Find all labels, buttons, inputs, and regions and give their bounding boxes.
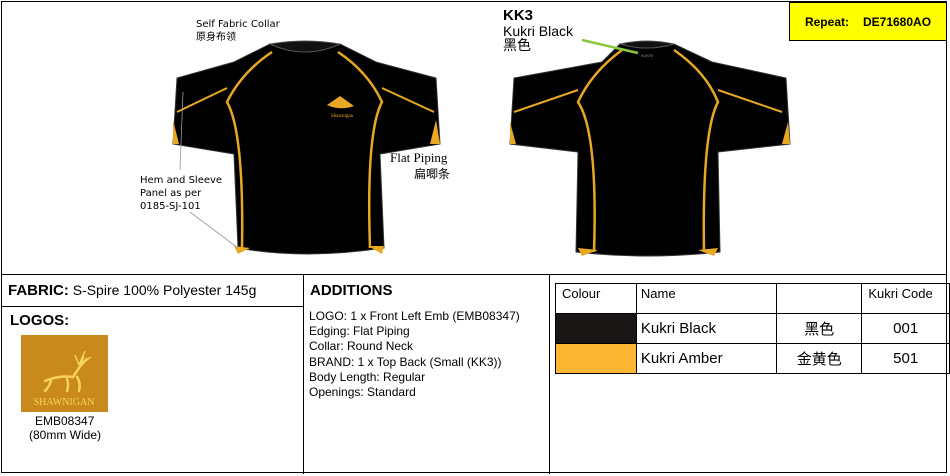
additions-title: ADDITIONS [310,282,393,299]
hem-note-line: Panel as per [140,188,202,199]
hem-note: Hem and Sleeve Panel as per 0185-SJ-101 [140,174,222,213]
back-shirt: KUKRI [509,38,791,257]
additions-item: Body Length: Regular [309,369,426,384]
additions-list: LOGO: 1 x Front Left Emb (EMB08347) Edgi… [309,309,520,400]
piping-note-cn: 扁唧条 [414,167,451,181]
column-divider [549,274,550,474]
brand-code: KK3 [503,7,534,24]
colour-row: Kukri Amber 金黄色 501 [555,343,950,374]
brand-colour: Kukri Black [503,23,574,39]
brand-pointer [581,38,639,55]
front-shirt: Shawnigan [172,40,441,255]
hem-note-line: 0185-SJ-101 [140,201,201,212]
fabric-label: FABRIC: [8,282,69,299]
header-code: Kukri Code [861,283,950,314]
hem-note-line: Hem and Sleeve [140,175,223,186]
colour-name-cn: 金黄色 [776,343,863,374]
header-cn [776,283,863,314]
header-colour: Colour [555,283,637,314]
colour-name-cn: 黑色 [776,313,863,344]
colour-code: 001 [861,313,950,344]
fabric-divider [2,306,303,307]
piping-note: Flat Piping 扁唧条 [390,150,450,182]
logo-text: SHAWNIGAN [34,397,95,408]
brand-colour-cn: 黑色 [503,38,531,54]
colour-table-header: Colour Name Kukri Code [555,283,950,314]
additions-item: Collar: Round Neck [309,339,414,354]
collar-note-en: Self Fabric Collar [196,19,280,30]
logo-size: (80mm Wide) [29,428,102,442]
column-divider [303,274,304,474]
piping-note-en: Flat Piping [390,150,448,165]
shawnigan-logo: SHAWNIGAN [21,335,108,412]
colour-name: Kukri Black [635,313,778,344]
colour-table: Colour Name Kukri Code Kukri Black 黑色 00… [555,283,950,374]
header-name: Name [635,283,778,314]
garment-artwork: Shawnigan KUKRI [172,38,791,257]
section-divider [2,274,946,275]
fabric-value: S-Spire 100% Polyester 145g [72,282,257,298]
colour-code: 501 [861,343,950,374]
colour-name: Kukri Amber [635,343,778,374]
logos-title: LOGOS: [10,312,70,329]
additions-item: Edging: Flat Piping [309,324,410,339]
chest-logo-text: Shawnigan [331,114,354,119]
colour-swatch [555,343,637,374]
collar-note: Self Fabric Collar 原身布领 [196,18,280,44]
repeat-code: DE71680AO [862,14,932,29]
additions-item: LOGO: 1 x Front Left Emb (EMB08347) [309,309,520,323]
repeat-label: Repeat: [804,14,849,29]
additions-item: Openings: Standard [309,385,416,400]
neck-label-text: KUKRI [641,53,653,58]
additions-item: BRAND: 1 x Top Back (Small (KK3)) [309,354,502,369]
stag-icon: SHAWNIGAN [34,350,95,408]
colour-row: Kukri Black 黑色 001 [555,313,950,344]
colour-swatch [555,313,637,344]
logo-code: EMB08347 [35,414,95,428]
collar-note-cn: 原身布领 [196,32,236,43]
repeat-badge: Repeat: DE71680AO [789,2,947,41]
fabric-row: FABRIC: S-Spire 100% Polyester 145g [8,282,256,299]
